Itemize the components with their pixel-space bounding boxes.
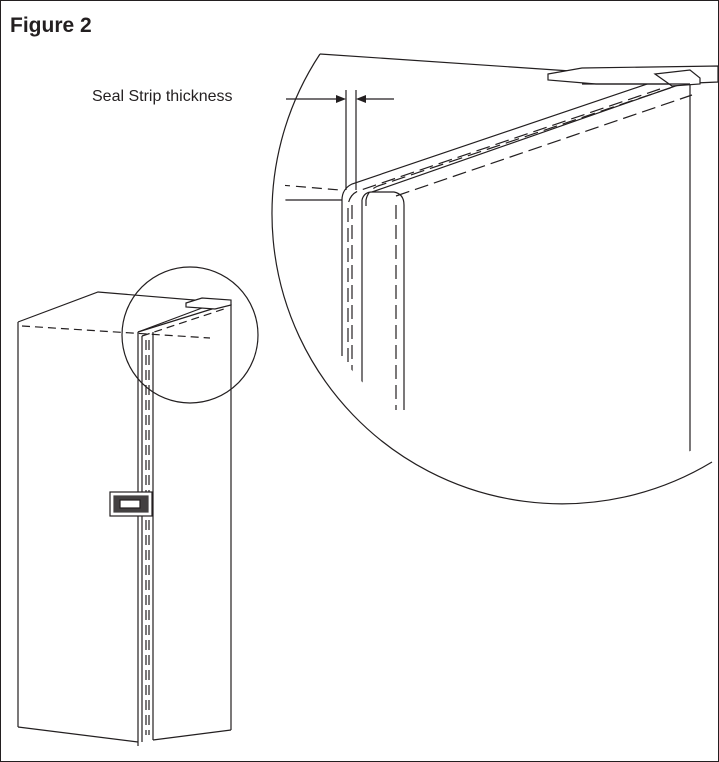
cabinet-top-dashed-detail bbox=[285, 184, 341, 191]
cabinet-corner bbox=[341, 82, 651, 356]
cabinet-top-dashed-line bbox=[21, 325, 211, 339]
seal-arrow-right-head bbox=[356, 95, 366, 103]
seal-arrow-left-head bbox=[336, 95, 346, 103]
door-top-dashed bbox=[365, 85, 677, 206]
cabinet-top-outline bbox=[17, 291, 219, 333]
door-front-corner bbox=[361, 191, 405, 430]
cabinet-bottom-edge bbox=[17, 726, 139, 743]
seal-strip-thickness-label: Seal Strip thickness bbox=[92, 88, 233, 105]
refrigerator-overview bbox=[17, 266, 259, 746]
magnified-boundary bbox=[271, 53, 713, 505]
door-top-inner-dashed bbox=[395, 94, 693, 197]
door-seal-dashed bbox=[347, 88, 661, 362]
magnified-detail bbox=[271, 53, 719, 505]
cabinet-top-back-edge bbox=[319, 53, 601, 74]
door-top-front-edge bbox=[371, 82, 685, 193]
detail-circle bbox=[121, 266, 259, 404]
door-handle bbox=[109, 491, 153, 517]
figure-title: Figure 2 bbox=[10, 14, 92, 37]
top-hinge bbox=[185, 297, 232, 310]
door-top-dashed bbox=[141, 308, 225, 337]
door-bottom-edge bbox=[152, 729, 232, 741]
